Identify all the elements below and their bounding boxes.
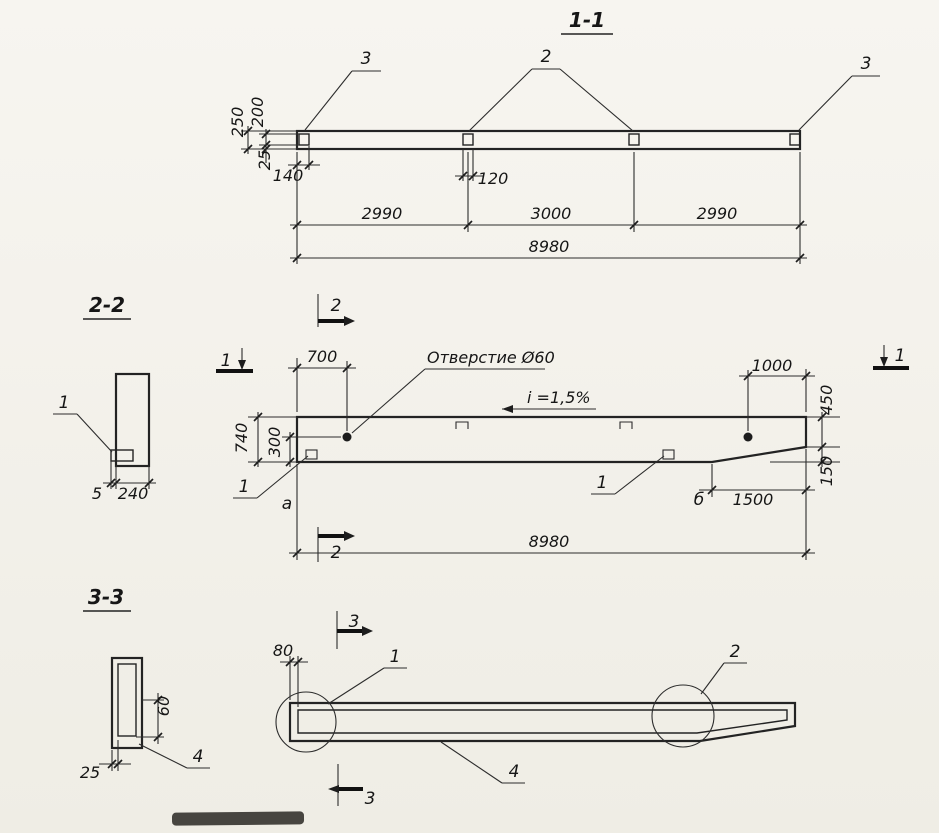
dim-25-section33: 25: [80, 763, 100, 782]
beam-elevation-outline: [295, 415, 808, 464]
callout-4-section33: 4: [193, 747, 204, 767]
section-3-3-dimensions: 60 25: [80, 693, 173, 782]
anchor-plate-2: [462, 133, 474, 146]
view-1-1-title: 1-1: [569, 8, 605, 32]
scan-smudge: [171, 811, 305, 826]
section-marker-3-top: 3: [336, 611, 373, 649]
slope-arrow: [502, 405, 513, 413]
slope-annotation: i =1,5%: [502, 388, 596, 413]
section-marker-3-top-label: 3: [349, 612, 360, 632]
slope-label: i =1,5%: [527, 388, 591, 407]
dim-450: 450: [817, 385, 836, 416]
callout-1-plan: 1: [390, 647, 401, 667]
section-marker-2-bottom-label: 2: [331, 543, 342, 563]
section-2-2-outline: [114, 372, 151, 468]
anchor-plate-1: [298, 133, 310, 146]
dim-740: 740: [232, 423, 251, 454]
hole-left: [342, 432, 352, 442]
dim-240: 240: [118, 484, 149, 503]
elevation-view: 2 1 1 Отверстие Ø60 i =1,5%: [216, 294, 909, 563]
section-marker-3-bottom-label: 3: [365, 789, 376, 809]
section-2-2: 2-2 1 5 240: [53, 293, 156, 503]
dim-span-3000: 3000: [531, 204, 572, 223]
plan-view: 3 80 1 2 4 3: [273, 611, 797, 809]
plan-dim-80: 80: [273, 641, 308, 707]
dim-25: 25: [255, 150, 274, 170]
dim-80: 80: [273, 641, 293, 660]
dim-60: 60: [154, 696, 173, 716]
dim-120: 120: [478, 169, 509, 188]
view-1-1: 1-1 3 2 3: [228, 8, 880, 264]
section-marker-2-bottom: 2: [317, 527, 355, 563]
section-marker-3-bottom: 3: [328, 764, 375, 809]
section-marker-1-right-label: 1: [895, 346, 906, 366]
hole-annotation: Отверстие Ø60: [351, 348, 555, 434]
anchor-plate-3: [628, 133, 640, 146]
dim-total-8980-elev: 8980: [529, 532, 570, 551]
plan-outline-outer: [288, 701, 797, 743]
hole-right: [743, 432, 753, 442]
section-marker-2-top: 2: [317, 294, 355, 327]
hole-label: Отверстие Ø60: [427, 348, 555, 367]
dim-span-2990b: 2990: [697, 204, 738, 223]
elevation-right-dimensions: 450 150 1500 б: [694, 385, 840, 510]
dim-700: 700: [307, 347, 338, 366]
view-1-1-callouts: 3 2 3: [304, 47, 880, 132]
section-marker-2-top-label: 2: [331, 296, 342, 316]
dim-1000: 1000: [752, 356, 793, 375]
section-3-3-inner-cavity: [117, 663, 137, 737]
anchor-plate-4: [789, 133, 801, 146]
section-3-3-title: 3-3: [88, 585, 124, 609]
view-1-1-left-dimensions: 250 200 25: [228, 97, 299, 170]
callout-2: 2: [541, 47, 552, 67]
section-marker-1-left-label: 1: [221, 351, 232, 371]
dim-200: 200: [248, 97, 267, 128]
point-a-label: а: [282, 494, 292, 514]
callout-1-elev-mid: 1: [597, 473, 608, 493]
dim-total-8980-top: 8980: [529, 237, 570, 256]
point-b-label: б: [694, 490, 704, 510]
elevation-left-dimensions: 740 300: [232, 412, 341, 467]
dim-span-2990a: 2990: [362, 204, 403, 223]
dim-150: 150: [817, 456, 836, 487]
section-3-3: 3-3 4 60 25: [80, 585, 210, 782]
section-2-2-title: 2-2: [89, 293, 125, 317]
dim-300: 300: [265, 427, 284, 458]
detail-circle-right: [651, 684, 715, 748]
top-edge-loop-2: [619, 421, 633, 429]
elevation-callouts: 1 1 а: [233, 455, 665, 514]
section-2-2-dimensions: 5 240: [92, 461, 156, 503]
elevation-total-dimension: 8980: [289, 449, 815, 560]
dim-140: 140: [273, 166, 304, 185]
detail-circle-left: [275, 691, 337, 753]
dim-1500: 1500: [733, 490, 774, 509]
callout-3-right: 3: [861, 54, 872, 74]
beam-top-view-outline: [295, 129, 802, 151]
section-marker-1-right: 1: [873, 345, 909, 370]
callout-4-plan: 4: [509, 762, 520, 782]
bottom-anchor-left: [305, 449, 318, 460]
callout-1-elev-left: 1: [239, 477, 250, 497]
callout-2-plan: 2: [730, 642, 741, 662]
dim-250: 250: [228, 107, 247, 138]
section-marker-1-left: 1: [216, 348, 253, 373]
bottom-anchor-mid: [662, 449, 675, 460]
top-edge-loop-1: [455, 421, 469, 429]
plan-callouts: 1 2 4: [327, 642, 747, 784]
view-1-1-small-dimensions: 140 120: [273, 146, 509, 188]
callout-3-left: 3: [361, 49, 372, 69]
elevation-top-dimensions: 700 1000: [288, 347, 815, 431]
dim-5: 5: [92, 484, 102, 503]
section-3-3-outline: [110, 656, 144, 750]
plan-outline-inner: [297, 709, 788, 734]
callout-1-section22: 1: [59, 393, 70, 413]
section-2-2-bottom-plate: [110, 449, 134, 462]
view-1-1-span-dimensions: 2990 3000 2990 8980: [290, 152, 807, 264]
